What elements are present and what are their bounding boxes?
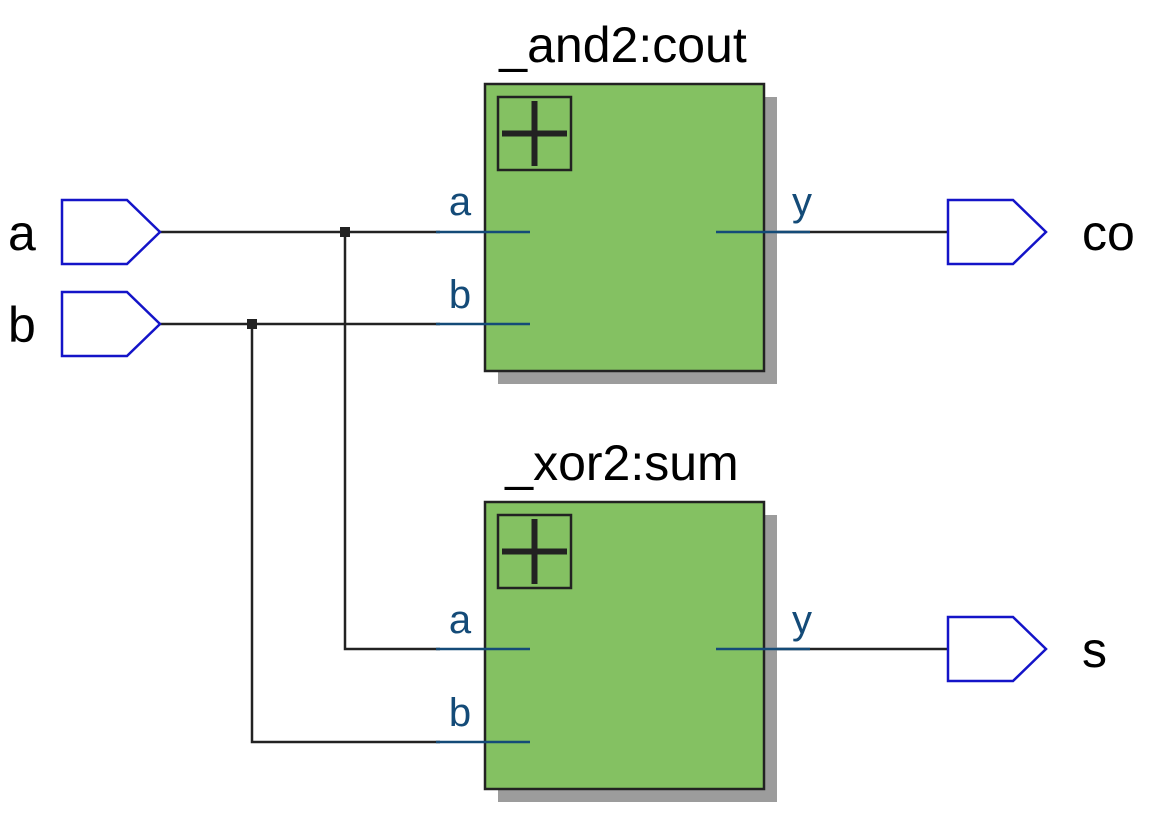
expand-plus-icon[interactable] [496,513,573,590]
pin-b[interactable]: b [436,273,530,326]
pin-label: b [449,691,471,735]
pin-b[interactable]: b [436,691,530,744]
net-b-junction [247,319,257,329]
cell-title: _and2:cout [498,17,747,73]
pin-a[interactable]: a [436,598,530,651]
net-a-junction [340,227,350,237]
pin-label: a [449,180,472,224]
port-label: a [8,205,36,261]
pin-a[interactable]: a [436,180,530,234]
input-port-shape[interactable] [60,290,162,358]
expand-plus-icon[interactable] [496,95,573,172]
port-label: co [1082,205,1135,261]
pin-label: a [449,598,472,642]
net-a-branch-wire[interactable] [343,232,440,651]
pin-y[interactable]: y [716,180,812,234]
cell-body[interactable] [483,500,766,791]
input-port-a[interactable]: a [8,198,162,266]
output-port-s[interactable]: s [946,615,1107,683]
cell-body[interactable] [483,82,766,373]
pin-y[interactable]: y [716,598,812,651]
net-b-branch-wire[interactable] [250,324,440,744]
output-port-co[interactable]: co [946,198,1135,266]
output-port-shape[interactable] [946,198,1048,266]
port-label: b [8,297,36,353]
port-label: s [1082,622,1107,678]
pin-label: b [449,273,471,317]
input-port-b[interactable]: b [8,290,162,358]
cell-title: _xor2:sum [504,435,738,491]
output-port-shape[interactable] [946,615,1048,683]
cell-xor2-sum[interactable]: _xor2:sum a b y [436,435,812,802]
input-port-shape[interactable] [60,198,162,266]
cell-and2-cout[interactable]: _and2:cout a b y [436,17,812,384]
pin-label: y [792,180,812,224]
pin-label: y [792,598,812,642]
